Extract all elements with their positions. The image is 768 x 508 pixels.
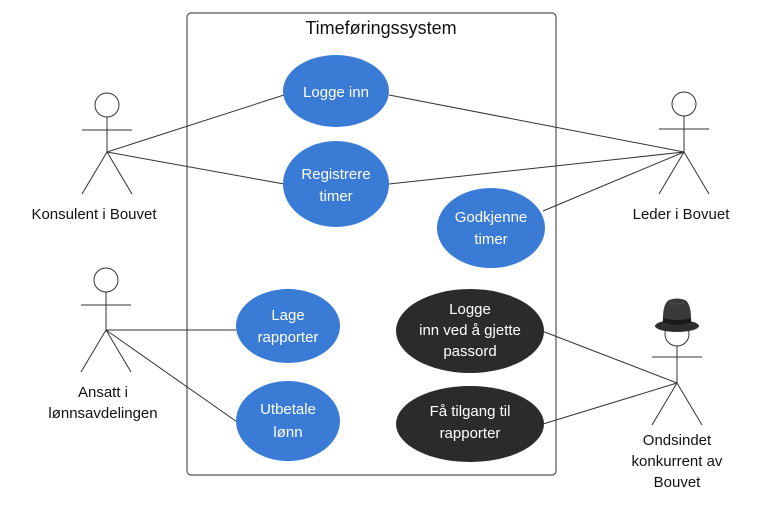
use-case-pay-label-1: Utbetale [260,401,316,418]
assoc-payroll-pay [105,329,241,425]
actor-competitor-leg-left [651,382,678,426]
assoc-consultant-register [106,151,285,185]
assoc-leader-register [388,151,685,185]
use-case-guess-label-3: passord [443,343,496,360]
system-title: Timeføringssystem [305,18,456,38]
assoc-competitor-access [542,382,678,425]
actor-competitor-name-2: konkurrent av [632,453,723,470]
actor-leader-leg-left [658,151,685,195]
actor-leader-name: Leder i Bovuet [633,206,731,223]
hat-icon [655,298,699,332]
assoc-leader-approve [542,151,685,212]
actor-payroll-head [93,267,119,293]
use-case-register-label-2: timer [319,188,352,205]
associations [105,94,685,425]
use-case-reports-ellipse [236,289,340,363]
use-case-access-ellipse [396,386,544,462]
actor-consultant-leg-right [106,151,133,195]
use-case-approve-label-1: Godkjenne [455,209,528,226]
use-case-register-label-1: Registrere [301,166,370,183]
use-case-register[interactable]: Registrere timer [283,141,389,227]
actor-payroll [80,267,132,373]
actor-consultant-name: Konsulent i Bouvet [31,206,157,223]
use-case-approve-ellipse [437,188,545,268]
actor-competitor-leg-right [676,382,703,426]
use-case-access-label-2: rapporter [440,425,501,442]
actor-leader [658,91,710,195]
use-case-guess-label-1: Logge [449,301,491,318]
use-case-pay[interactable]: Utbetale lønn [236,381,340,461]
actor-competitor-name-3: Bouvet [654,474,702,491]
actor-payroll-leg-right [105,329,132,373]
system-boundary [186,12,557,476]
use-case-guess-password[interactable]: Logge inn ved å gjette passord [396,289,544,373]
actor-competitor-name-1: Ondsindet [643,432,712,449]
assoc-leader-login [388,94,685,153]
actor-leader-leg-right [683,151,710,195]
use-case-login-label: Logge inn [303,84,369,101]
use-case-access-reports[interactable]: Få tilgang til rapporter [396,386,544,462]
hat-band [663,318,691,325]
use-case-guess-ellipse [396,289,544,373]
use-case-pay-label-2: lønn [273,424,302,441]
actor-payroll-name-1: Ansatt i [78,384,128,401]
actor-competitor [651,321,703,426]
actor-consultant-head [94,92,120,118]
assoc-competitor-guess [541,330,678,384]
hat-dent [669,301,685,305]
use-case-access-label-1: Få tilgang til [430,403,511,420]
use-case-pay-ellipse [236,381,340,461]
use-case-approve-label-2: timer [474,231,507,248]
hat-crown [662,298,692,325]
actor-leader-head [671,91,697,117]
actor-consultant-leg-left [81,151,108,195]
use-case-reports-label-1: Lage [271,307,304,324]
use-case-register-ellipse [283,141,389,227]
use-case-approve[interactable]: Godkjenne timer [437,188,545,268]
use-case-login[interactable]: Logge inn [283,55,389,127]
actor-consultant [81,92,133,195]
use-case-reports-label-2: rapporter [258,329,319,346]
use-case-guess-label-2: inn ved å gjette [419,322,521,339]
use-case-login-ellipse [283,55,389,127]
use-case-reports[interactable]: Lage rapporter [236,289,340,363]
assoc-consultant-login [106,94,285,153]
actor-payroll-leg-left [80,329,107,373]
actor-payroll-name-2: lønnsavdelingen [48,405,157,422]
